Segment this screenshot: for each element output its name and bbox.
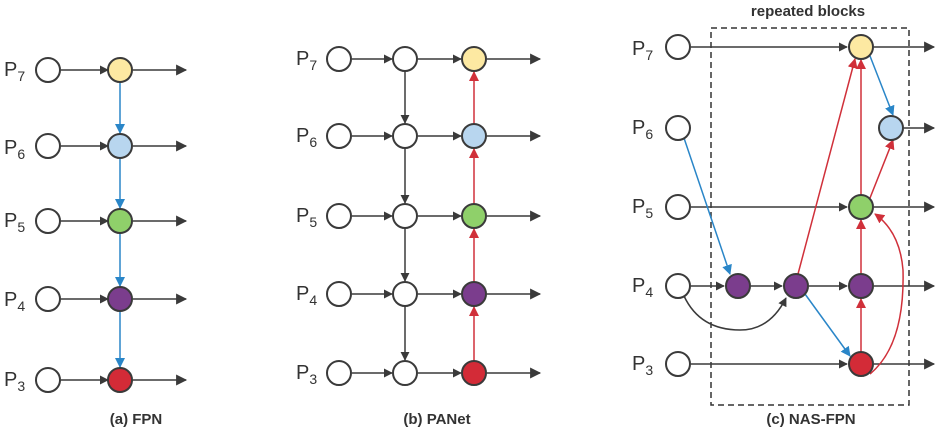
- level-label-p7: P7: [632, 38, 653, 63]
- panet-output-node-p3: [461, 360, 487, 386]
- panet-input-node-p5: [326, 203, 352, 229]
- level-label-p3: P3: [632, 353, 653, 378]
- panet-middle-node-p5: [392, 203, 418, 229]
- nas-fpn-caption: (c) NAS-FPN: [766, 411, 855, 428]
- fpn-input-node-p3: [35, 367, 61, 393]
- level-label-p5: P5: [4, 210, 25, 235]
- nas-output-node-p4: [848, 273, 874, 299]
- fpn-caption: (a) FPN: [110, 411, 163, 428]
- panet-input-node-p6: [326, 123, 352, 149]
- nas-input-node-p5: [665, 194, 691, 220]
- level-label-p6: P6: [296, 125, 317, 150]
- fpn-output-node-p3: [107, 367, 133, 393]
- nas-output-node-p5: [848, 194, 874, 220]
- panel-nas-fpn: repeated blocks P7 P6 P5 P4 P3: [632, 3, 936, 428]
- level-label-p4: P4: [632, 275, 653, 300]
- panet-input-node-p3: [326, 360, 352, 386]
- nas-edge-b-to-out-p7: [797, 58, 858, 275]
- nas-edge-out-p7-to-out-p6: [869, 55, 895, 116]
- fpn-input-node-p4: [35, 286, 61, 312]
- panet-caption: (b) PANet: [403, 411, 470, 428]
- level-label-p4: P4: [296, 283, 317, 308]
- nas-output-node-p3: [848, 351, 874, 377]
- level-label-p4: P4: [4, 289, 25, 314]
- repeated-blocks-title: repeated blocks: [751, 3, 865, 20]
- nas-edge-p4-curve-to-b: [683, 295, 787, 331]
- nas-input-node-p4: [665, 273, 691, 299]
- fpn-output-node-p5: [107, 208, 133, 234]
- nas-output-node-p7: [848, 34, 874, 60]
- nas-intermediate-node-b: [783, 273, 809, 299]
- level-label-p7: P7: [4, 59, 25, 84]
- nas-edge-out-p3-to-out-p5: [869, 213, 904, 375]
- panet-middle-node-p6: [392, 123, 418, 149]
- nas-input-node-p7: [665, 34, 691, 60]
- panet-middle-node-p7: [392, 46, 418, 72]
- fpn-input-node-p7: [35, 57, 61, 83]
- fpn-input-node-p6: [35, 133, 61, 159]
- panet-output-node-p7: [461, 46, 487, 72]
- level-label-p5: P5: [296, 205, 317, 230]
- nas-input-node-p6: [665, 115, 691, 141]
- panet-output-node-p5: [461, 203, 487, 229]
- nas-input-node-p3: [665, 351, 691, 377]
- fpn-output-node-p4: [107, 286, 133, 312]
- fpn-output-node-p7: [107, 57, 133, 83]
- level-label-p3: P3: [296, 362, 317, 387]
- nas-intermediate-node-a: [725, 273, 751, 299]
- fpn-input-node-p5: [35, 208, 61, 234]
- level-label-p7: P7: [296, 48, 317, 73]
- nas-edge-b-to-out-p3: [804, 293, 851, 357]
- panel-fpn: P7 P6 P5 P4 P3 (a) FPN: [4, 57, 188, 428]
- panet-input-node-p4: [326, 281, 352, 307]
- level-label-p3: P3: [4, 369, 25, 394]
- fpn-output-node-p6: [107, 133, 133, 159]
- level-label-p5: P5: [632, 196, 653, 221]
- panet-input-node-p7: [326, 46, 352, 72]
- panet-output-node-p4: [461, 281, 487, 307]
- panet-output-node-p6: [461, 123, 487, 149]
- nas-output-node-p6: [878, 115, 904, 141]
- nas-edge-out-p5-to-out-p6: [869, 139, 895, 199]
- panet-middle-node-p3: [392, 360, 418, 386]
- level-label-p6: P6: [632, 117, 653, 142]
- level-label-p6: P6: [4, 137, 25, 162]
- panel-panet: P7 P6 P5 P4 P3: [296, 46, 542, 428]
- nas-edge-p6-to-a: [683, 137, 732, 275]
- panet-middle-node-p4: [392, 281, 418, 307]
